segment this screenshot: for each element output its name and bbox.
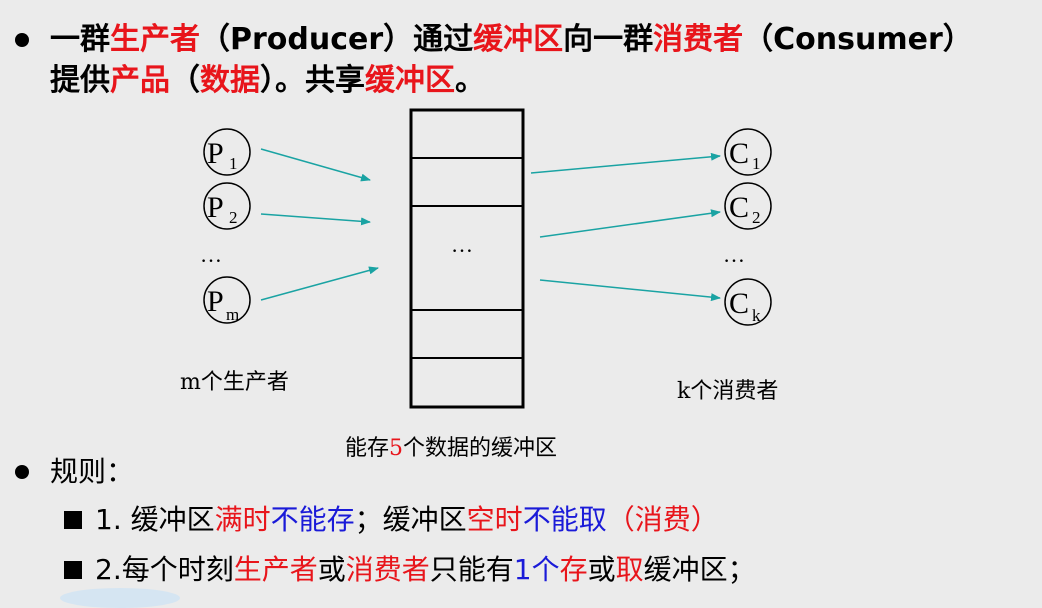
text-segment: （消费） xyxy=(606,503,719,536)
producer-2-label: P xyxy=(207,191,224,224)
rule-2-bullet xyxy=(64,561,82,579)
text-segment: （ xyxy=(200,22,230,57)
text-segment: 不能存 xyxy=(270,503,355,536)
producer-ellipsis: … xyxy=(200,242,222,267)
text-segment: Consumer xyxy=(773,22,943,57)
producer-caption: m个生产者 xyxy=(180,370,289,395)
text-segment: 或 xyxy=(317,553,346,586)
text-segment: 5 xyxy=(389,436,404,461)
text-segment: 只能有 xyxy=(429,553,514,586)
consumer-caption: k个消费者 xyxy=(677,379,779,404)
buffer-ellipsis: … xyxy=(451,232,473,257)
bullet-dot-intro xyxy=(15,33,29,47)
producer-1-label: P xyxy=(207,137,224,170)
consumer-1-label: C xyxy=(729,137,749,170)
consumer-ellipsis: … xyxy=(723,242,745,267)
text-segment: 满时 xyxy=(214,503,271,536)
consumer-2-label: C xyxy=(729,191,749,224)
text-segment: ） xyxy=(942,22,973,57)
text-segment: 存 xyxy=(559,553,588,586)
consumer-2: C 2 xyxy=(724,182,772,230)
text-segment: （ xyxy=(170,63,200,98)
rule-1-text: 1. 缓冲区满时不能存；缓冲区空时不能取（消费） xyxy=(95,502,719,538)
arrow-producer-m xyxy=(260,266,379,301)
text-segment: 消费者 xyxy=(345,553,430,586)
text-segment: 产品 xyxy=(110,63,170,98)
text-segment: 能存 xyxy=(345,436,390,461)
buffer: … xyxy=(409,108,525,409)
text-segment: 1. 缓冲区 xyxy=(95,503,215,536)
text-segment: 生产者 xyxy=(110,22,200,57)
decorative-blob xyxy=(60,588,180,608)
arrow-producer-1 xyxy=(260,148,371,182)
text-segment: ）。共享 xyxy=(260,63,365,98)
consumer-1: C 1 xyxy=(724,128,772,176)
producer-2-subscript: 2 xyxy=(229,208,238,227)
text-segment: 2.每个时刻 xyxy=(95,553,234,586)
text-segment: 生产者 xyxy=(233,553,318,586)
intro-line-1: 一群生产者（Producer）通过缓冲区向一群消费者（Consumer） xyxy=(50,20,973,60)
text-segment: 向一群 xyxy=(563,22,654,57)
text-segment: 或 xyxy=(587,553,616,586)
text-segment: 个 xyxy=(531,553,560,586)
text-segment: 缓冲区 xyxy=(365,63,455,98)
consumer-1-subscript: 1 xyxy=(752,154,761,173)
text-segment: 提供 xyxy=(50,63,110,98)
producer-m-label: P xyxy=(207,285,224,318)
producer-2: P 2 xyxy=(203,182,251,230)
bullet-dot-rules xyxy=(15,465,29,479)
arrow-producer-2 xyxy=(260,213,371,226)
rule-2-text: 2.每个时刻生产者或消费者只能有1个存或取缓冲区； xyxy=(95,552,756,588)
text-segment: （ xyxy=(743,22,774,57)
arrow-consumer-k xyxy=(539,279,721,302)
consumer-k-subscript: k xyxy=(752,306,761,325)
consumer-k: C k xyxy=(724,278,772,326)
consumer-2-subscript: 2 xyxy=(752,208,761,227)
arrow-consumer-1 xyxy=(530,152,721,174)
text-segment: 个数据的缓冲区 xyxy=(403,436,558,461)
producer-m: P m xyxy=(203,276,251,324)
text-segment: 数据 xyxy=(200,63,260,98)
text-segment: 1 xyxy=(513,553,532,586)
text-segment: 空时 xyxy=(466,503,523,536)
consumer-k-label: C xyxy=(729,287,749,320)
buffer-caption: 能存5个数据的缓冲区 xyxy=(345,430,557,462)
text-segment: 缓冲区； xyxy=(643,553,756,586)
text-segment: ；缓冲区 xyxy=(354,503,467,536)
text-segment: Producer xyxy=(230,22,384,57)
arrow-consumer-2 xyxy=(539,209,721,238)
text-segment: 消费者 xyxy=(653,22,744,57)
producer-1: P 1 xyxy=(203,128,251,176)
producer-1-subscript: 1 xyxy=(229,154,238,173)
text-segment: 。 xyxy=(455,63,485,98)
rule-1-bullet xyxy=(64,511,82,529)
producer-m-subscript: m xyxy=(226,305,239,324)
text-segment: 缓冲区 xyxy=(473,22,564,57)
text-segment: 取 xyxy=(615,553,644,586)
text-segment: ）通过 xyxy=(383,22,474,57)
text-segment: 一群 xyxy=(50,22,110,57)
rules-heading: 规则： xyxy=(50,455,135,488)
text-segment: 不能取 xyxy=(522,503,607,536)
intro-line-2: 提供产品（数据）。共享缓冲区。 xyxy=(50,61,485,101)
